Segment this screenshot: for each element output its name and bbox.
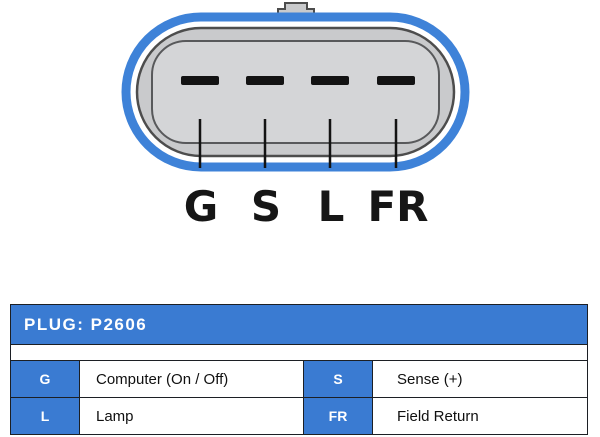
table-header-row: PLUG: P2606 [11, 305, 587, 345]
connector-svg [121, 2, 470, 172]
pin-label-g: G [183, 182, 219, 231]
pin-cell-fr: FR [304, 398, 373, 434]
pin-cell-l: L [11, 398, 80, 434]
table-row: L Lamp FR Field Return [11, 397, 587, 434]
table-spacer [11, 345, 587, 360]
desc-cell-s: Sense (+) [373, 361, 587, 397]
plug-number-label: PLUG: P2606 [24, 314, 148, 334]
pin-label-l: L [317, 182, 345, 231]
terminal-slot-fr [377, 76, 415, 85]
desc-cell-l: Lamp [80, 398, 304, 434]
table-row: G Computer (On / Off) S Sense (+) [11, 360, 587, 397]
pin-label-fr: FR [367, 182, 429, 231]
desc-cell-fr: Field Return [373, 398, 587, 434]
connector-face [151, 40, 440, 144]
desc-cell-g: Computer (On / Off) [80, 361, 304, 397]
pin-cell-s: S [304, 361, 373, 397]
terminal-slot-s [246, 76, 284, 85]
terminal-slot-g [181, 76, 219, 85]
pin-cell-g: G [11, 361, 80, 397]
terminal-slot-l [311, 76, 349, 85]
plug-spec-table: PLUG: P2606 G Computer (On / Off) S Sens… [10, 304, 588, 435]
connector-pinout-diagram: G S L FR [121, 2, 470, 231]
pin-label-s: S [250, 182, 282, 231]
